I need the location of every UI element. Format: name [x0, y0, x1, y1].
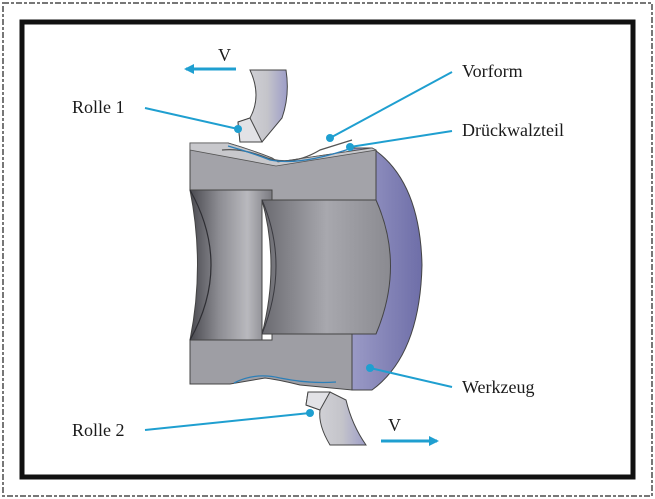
roll-2: [305, 391, 367, 446]
leader-rolle2: [144, 412, 311, 431]
leader-vorform: [329, 71, 453, 139]
label-drueckwalzteil: Drückwalzteil: [462, 120, 564, 140]
label-werkzeug: Werkzeug: [462, 377, 535, 397]
leader-drueckwalzteil: [349, 130, 453, 148]
roll-1: [237, 69, 288, 143]
leader-dots: [234, 125, 374, 417]
preform-sheet: [221, 139, 353, 162]
label-rolle2: Rolle 2: [72, 420, 125, 440]
label-v-top: V: [218, 45, 231, 65]
leader-lines: [144, 71, 453, 431]
label-vorform: Vorform: [462, 61, 523, 81]
lower-sheet: [233, 375, 337, 384]
label-v-bottom: V: [388, 415, 401, 435]
leader-rolle1: [144, 107, 239, 130]
bore-surface: [189, 189, 273, 341]
inner-cylinder: [261, 199, 391, 335]
label-rolle1: Rolle 1: [72, 97, 125, 117]
inner-cylinder-edge: [261, 199, 277, 335]
workpiece-tool: [189, 142, 423, 391]
spun-part-sheet: [227, 145, 353, 163]
leader-werkzeug: [369, 367, 453, 388]
bore-left-edge: [189, 189, 212, 341]
